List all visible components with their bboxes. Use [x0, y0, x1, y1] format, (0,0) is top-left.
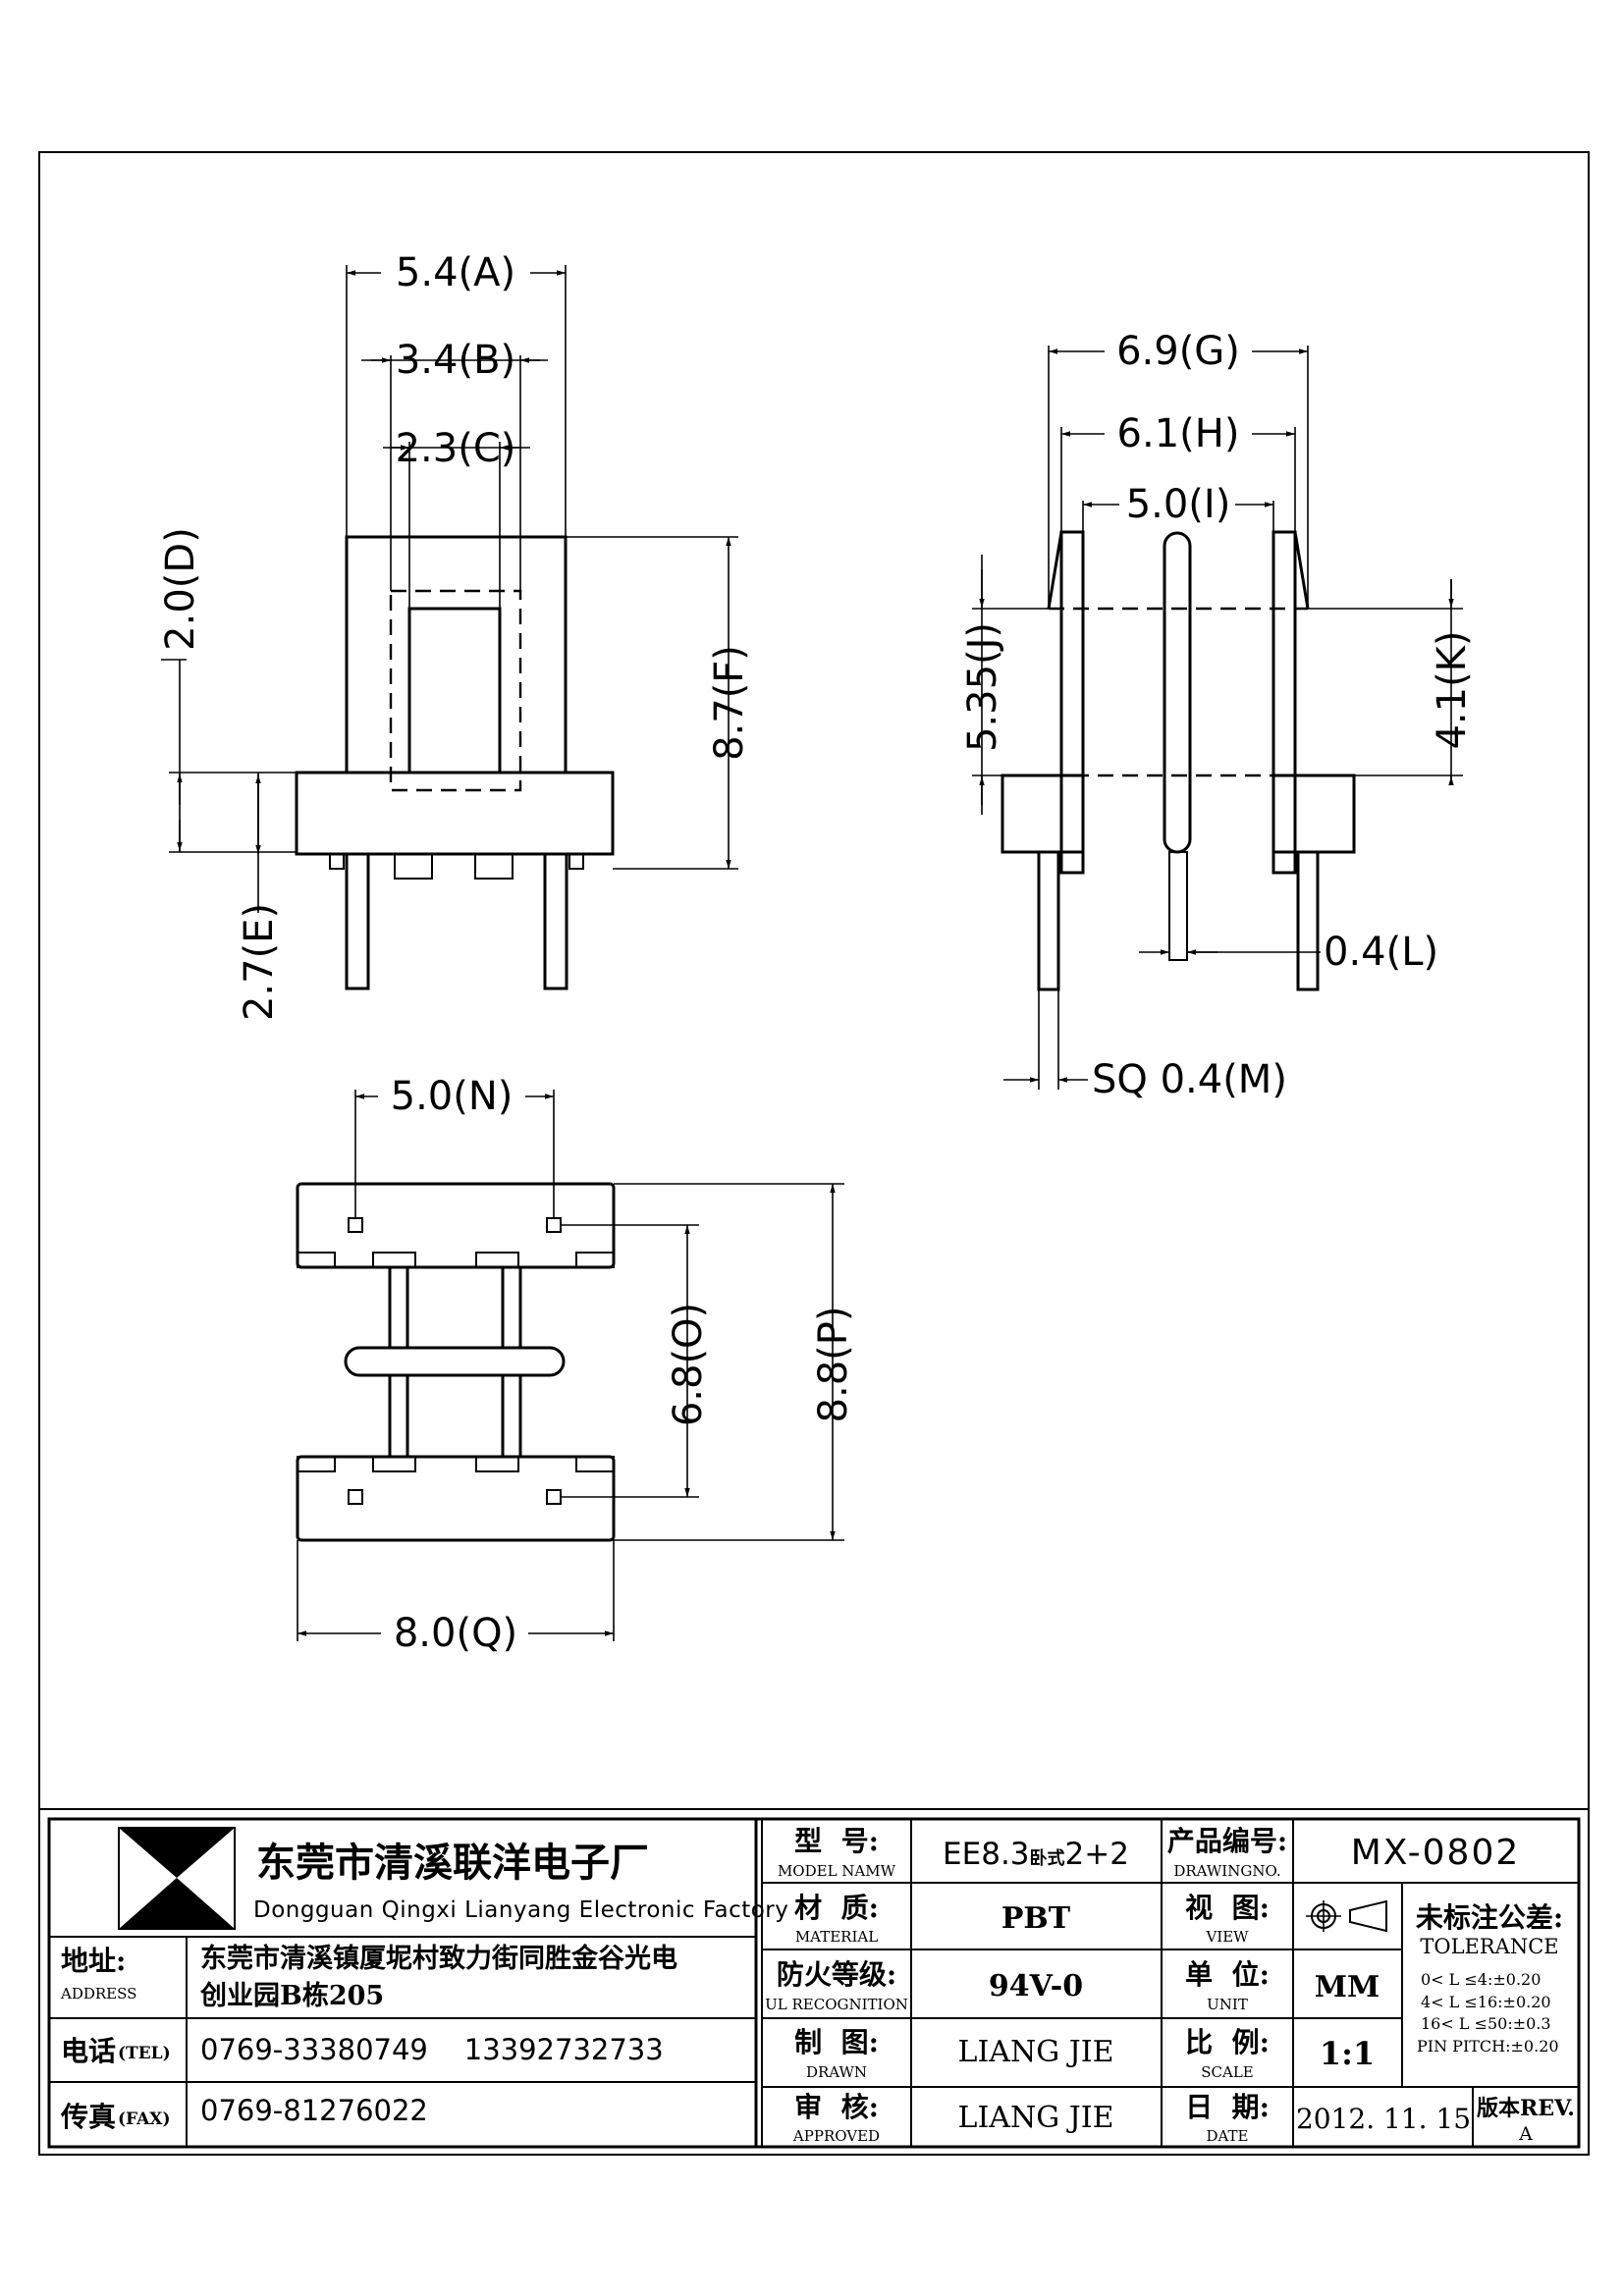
fax-label-cn: 传真	[60, 2101, 116, 2133]
scale-value: 1:1	[1320, 2035, 1375, 2072]
unit-label-cn: 单 位:	[1185, 1958, 1270, 1991]
unit-label-en: UNIT	[1207, 1996, 1248, 2013]
address-line-2: 创业园B栋205	[199, 1980, 384, 2011]
dim-k-label: 4.1(K)	[1430, 630, 1475, 749]
rev-label: 版本REV.	[1477, 2096, 1575, 2121]
dim-c-label: 2.3(C)	[396, 426, 516, 471]
date-value: 2012. 11. 15	[1296, 2103, 1471, 2135]
material-label-cn: 材 质:	[794, 1892, 879, 1924]
view-label-en: VIEW	[1205, 1928, 1249, 1946]
rev-value: A	[1518, 2123, 1533, 2145]
approved-value: LIANG JIE	[958, 2101, 1114, 2135]
date-label-cn: 日 期:	[1185, 2091, 1270, 2123]
address-line-1: 东莞市清溪镇厦坭村致力街同胜金谷光电	[200, 1943, 677, 1974]
tolerance-line-4: PIN PITCH:±0.20	[1417, 2037, 1559, 2056]
dim-o-label: 6.8(O)	[666, 1303, 711, 1426]
dim-q-label: 8.0(Q)	[394, 1611, 517, 1656]
tolerance-line-1: 0< L ≤4:±0.20	[1421, 1970, 1541, 1989]
dim-n-label: 5.0(N)	[391, 1074, 514, 1119]
drawingno-label-cn: 产品编号:	[1167, 1825, 1287, 1857]
dim-l-label: 0.4(L)	[1324, 930, 1438, 975]
model-value-type: 卧式	[1030, 1847, 1065, 1869]
dimension-labels: 5.4(A) 3.4(B) 2.3(C) 8.7(F) 2.0(D) 2.7(E…	[158, 250, 1475, 1656]
view-label-cn: 视 图:	[1185, 1892, 1270, 1924]
dim-j-label: 5.35(J)	[960, 622, 1005, 752]
date-label-en: DATE	[1207, 2127, 1249, 2145]
drawn-label-en: DRAWN	[806, 2063, 867, 2081]
tel-label-en: (TEL)	[118, 2044, 171, 2063]
side-view	[972, 346, 1463, 1090]
fax-label-en: (FAX)	[118, 2109, 171, 2129]
dim-a-label: 5.4(A)	[396, 250, 515, 295]
company-logo-icon	[118, 1827, 236, 1930]
tolerance-label-cn: 未标注公差:	[1416, 1901, 1563, 1934]
projection-view-icon	[1306, 1899, 1387, 1933]
dim-f-label: 8.7(F)	[707, 645, 752, 761]
dim-p-label: 8.8(P)	[811, 1307, 856, 1423]
material-value: PBT	[1001, 1901, 1071, 1936]
approved-label-cn: 审 核:	[794, 2091, 879, 2123]
tel-value: 0769-33380749 13392732733	[200, 2033, 664, 2066]
scale-label-cn: 比 例:	[1185, 2026, 1270, 2058]
dim-g-label: 6.9(G)	[1116, 329, 1240, 374]
model-value-pins: 2+2	[1065, 1837, 1129, 1872]
tel-label-cn: 电话	[61, 2035, 116, 2067]
drawn-label-cn: 制 图:	[794, 2026, 879, 2058]
unit-value: MM	[1315, 1970, 1380, 2004]
scale-label-en: SCALE	[1201, 2063, 1254, 2081]
dim-d-label: 2.0(D)	[158, 527, 203, 651]
model-label-cn: 型 号:	[794, 1825, 879, 1857]
approved-label-en: APPROVED	[792, 2127, 880, 2145]
address-label-en: ADDRESS	[60, 1985, 136, 2002]
dim-e-label: 2.7(E)	[237, 903, 282, 1021]
dim-i-label: 5.0(I)	[1126, 482, 1231, 527]
company-name-cn: 东莞市清溪联洋电子厂	[256, 1840, 649, 1886]
dim-m-label: SQ 0.4(M)	[1092, 1057, 1287, 1102]
address-label-cn: 地址:	[61, 1945, 126, 1977]
front-view	[161, 265, 738, 990]
drawingno-value: MX-0802	[1351, 1833, 1521, 1873]
material-label-en: MATERIAL	[795, 1928, 878, 1946]
tolerance-label-en: TOLERANCE	[1420, 1935, 1558, 1958]
title-block: 东莞市清溪联洋电子厂 Dongguan Qingxi Lianyang Elec…	[38, 1808, 1590, 2156]
fax-value: 0769-81276022	[200, 2094, 428, 2127]
drawingno-label-en: DRAWINGNO.	[1173, 1862, 1280, 1880]
drawn-value: LIANG JIE	[958, 2035, 1114, 2069]
ul-label-en: UL RECOGNITION	[765, 1996, 908, 2013]
tolerance-line-3: 16< L ≤50:±0.3	[1421, 2014, 1551, 2033]
tolerance-line-2: 4< L ≤16:±0.20	[1421, 1993, 1551, 2011]
model-value: EE8.3卧式2+2	[943, 1837, 1129, 1872]
bottom-view	[296, 1090, 844, 1641]
dim-h-label: 6.1(H)	[1117, 411, 1240, 456]
model-label-en: MODEL NAMW	[778, 1862, 896, 1880]
ul-value: 94V-0	[989, 1969, 1083, 2003]
dim-b-label: 3.4(B)	[396, 338, 515, 383]
ul-label-cn: 防火等级:	[777, 1958, 896, 1991]
model-value-size: EE8.3	[943, 1837, 1029, 1872]
company-name-en: Dongguan Qingxi Lianyang Electronic Fact…	[253, 1897, 788, 1923]
